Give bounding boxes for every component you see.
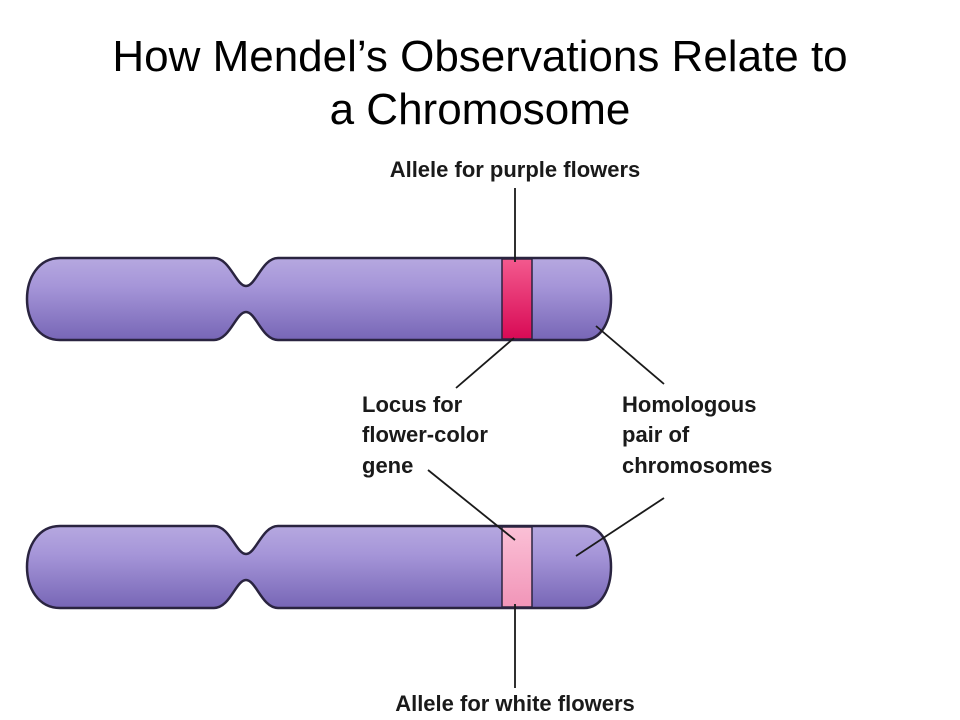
chromosome-top-body	[25, 256, 613, 342]
allele-purple-band	[501, 258, 533, 340]
allele-white-band	[501, 526, 533, 608]
label-allele-white: Allele for white flowers	[395, 691, 635, 716]
leader-homologous-top	[595, 325, 665, 385]
title-line-2: a Chromosome	[329, 85, 631, 134]
label-homologous-line-2: pair of	[622, 422, 690, 447]
label-homologous-pair: Homologous pair of chromosomes	[622, 392, 772, 478]
chromosome-top	[25, 256, 613, 342]
label-locus: Locus for flower-color gene	[362, 392, 488, 478]
leader-homologous-bottom	[575, 497, 665, 557]
label-locus-line-2: flower-color	[362, 422, 488, 447]
label-allele-purple: Allele for purple flowers	[390, 157, 641, 182]
leader-locus-lower	[427, 469, 516, 541]
label-locus-line-1: Locus for	[362, 392, 463, 417]
label-homologous-line-1: Homologous	[622, 392, 756, 417]
chromosome-bottom	[25, 524, 613, 610]
leader-locus	[455, 337, 515, 389]
slide-title: How Mendel’s Observations Relate to a Ch…	[0, 30, 960, 136]
label-locus-line-3: gene	[362, 453, 413, 478]
title-line-1: How Mendel’s Observations Relate to	[112, 32, 848, 81]
chromosome-bottom-body	[25, 524, 613, 610]
label-homologous-line-3: chromosomes	[622, 453, 772, 478]
